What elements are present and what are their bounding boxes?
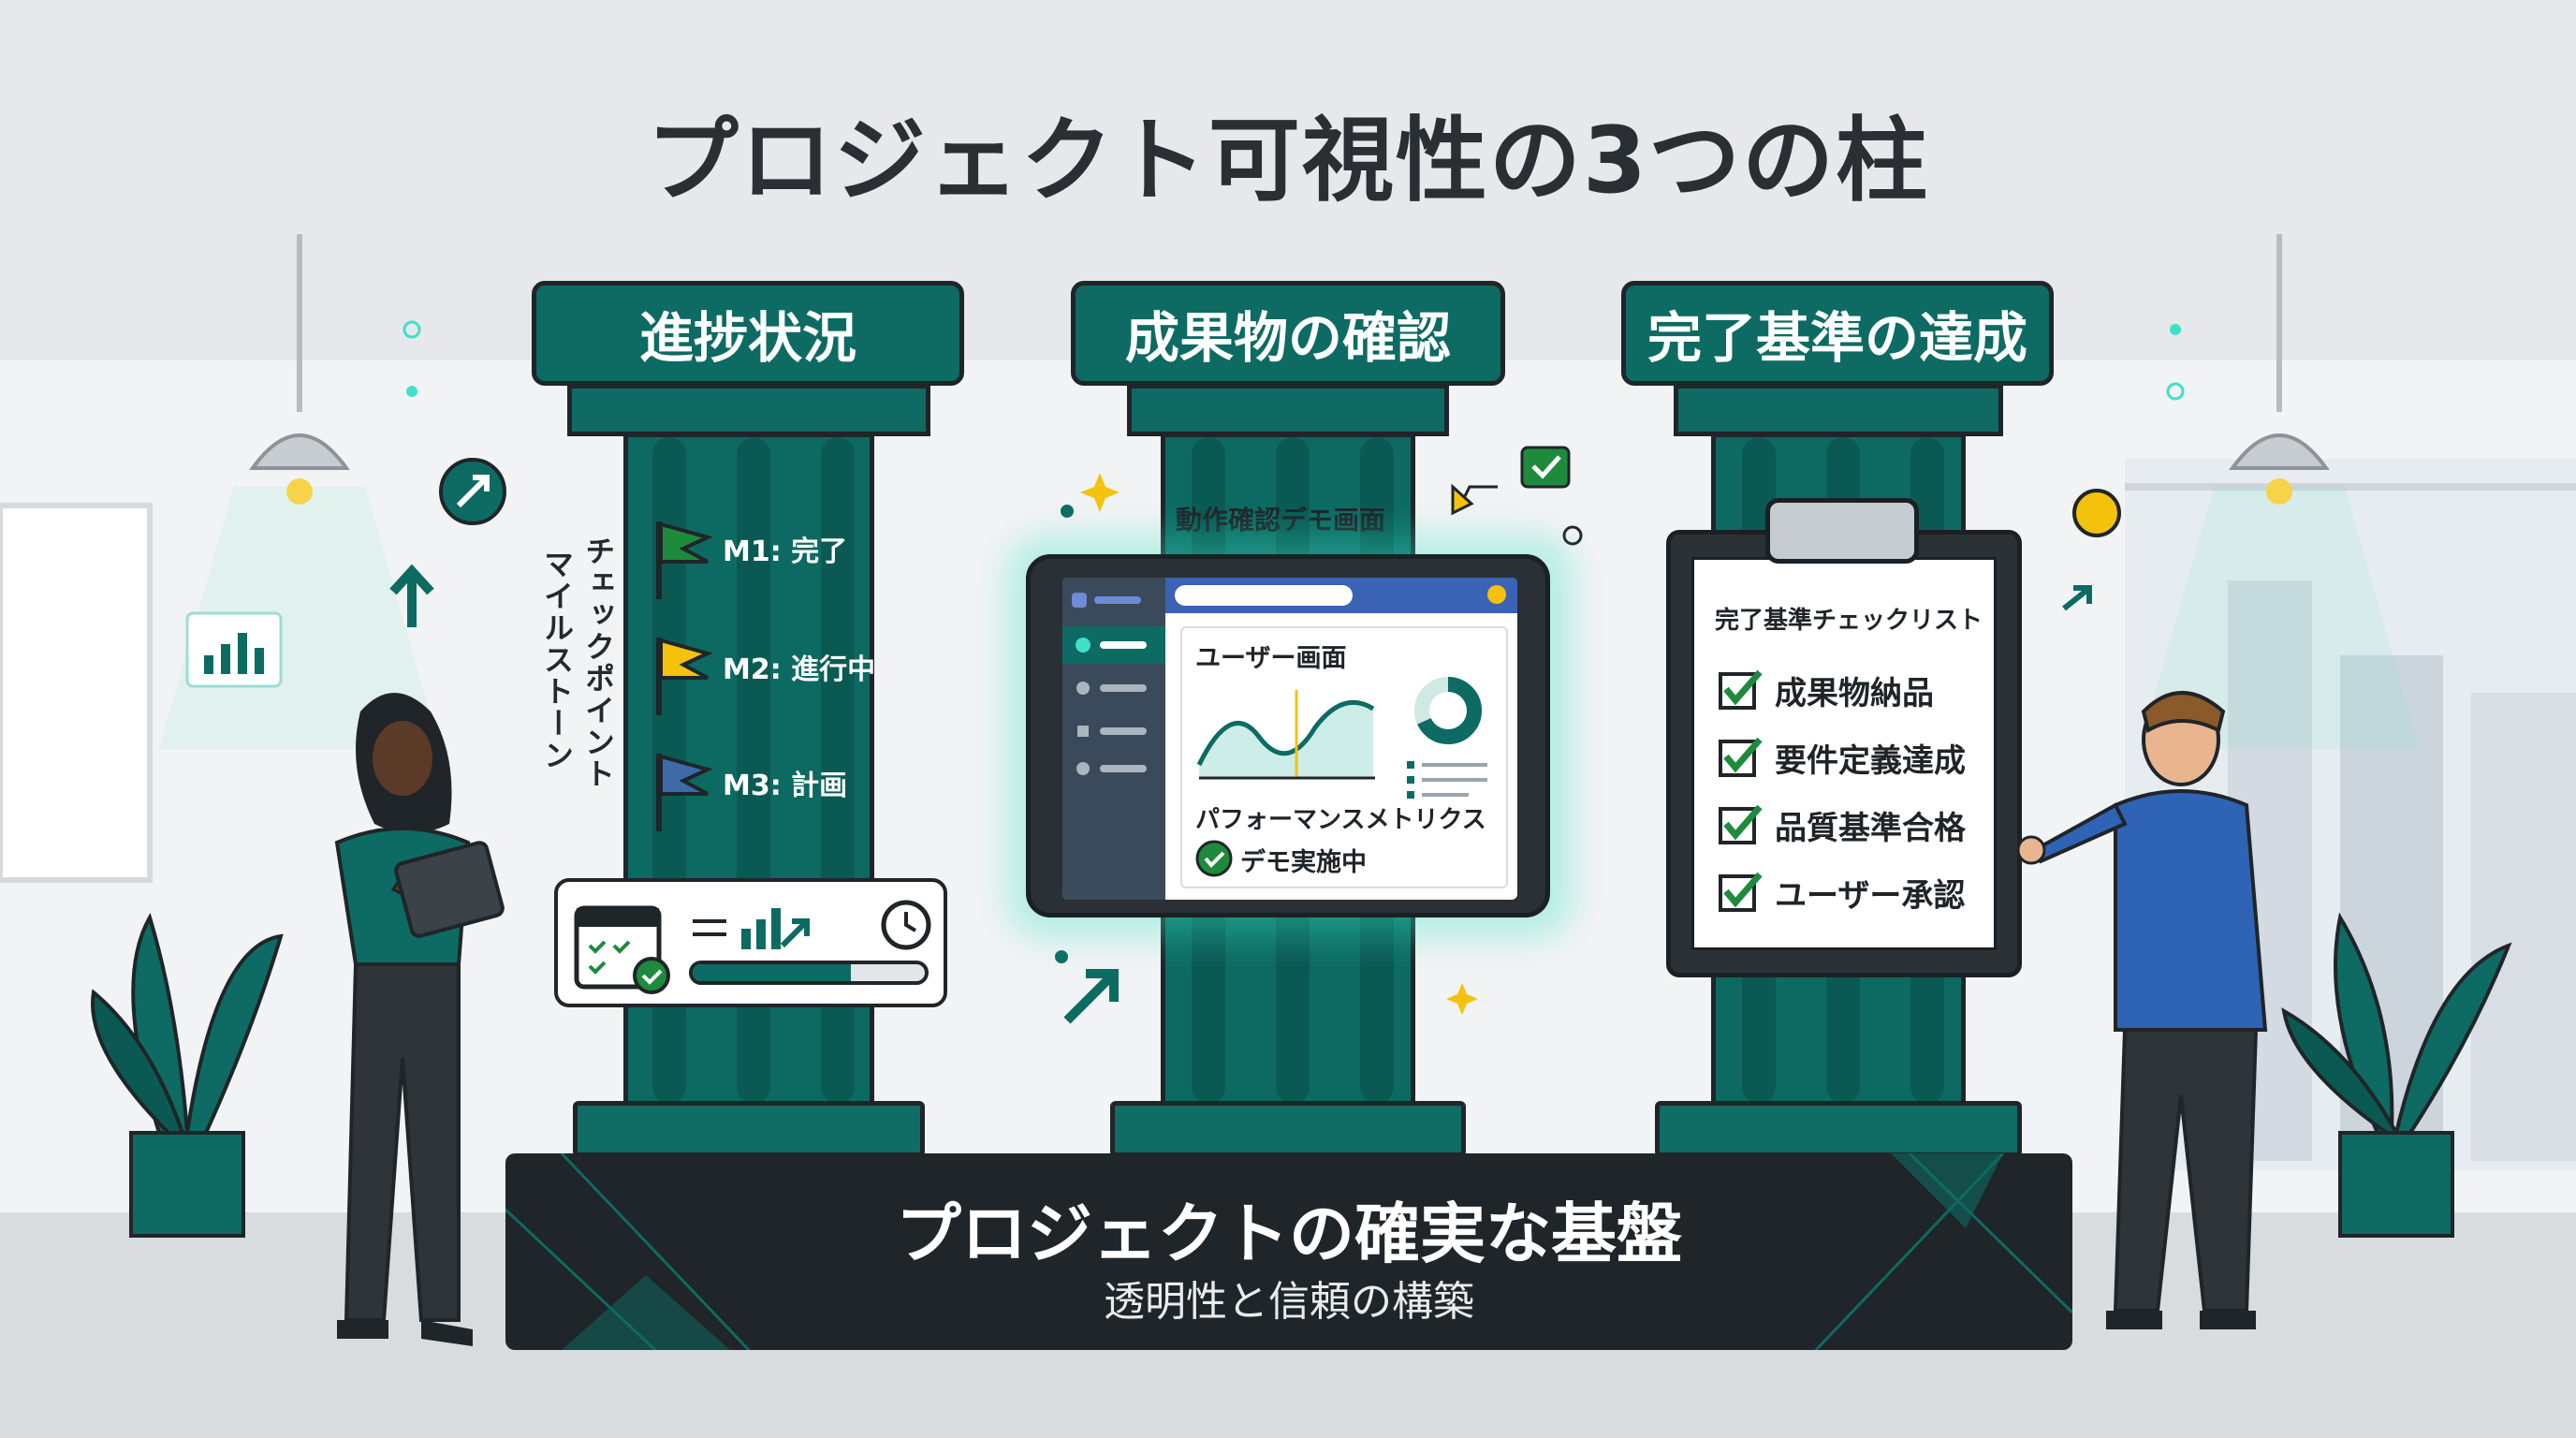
pillar-header-deliverables: 成果物の確認 xyxy=(1071,281,1505,386)
line-chart-graphic xyxy=(1196,690,1375,780)
checklist-item: 品質基準合格 xyxy=(1717,801,1966,848)
milestone-label-m2: M2: 進行中 xyxy=(723,653,876,686)
checkbox-checked-icon xyxy=(1719,804,1763,844)
checklist-item: ユーザー承認 xyxy=(1717,869,1965,916)
calendar-icon xyxy=(574,905,670,994)
checklist-item-label: 成果物納品 xyxy=(1775,674,1934,712)
checklist-item: 要件定義達成 xyxy=(1717,734,1966,781)
vertical-label-checkpoint: チェックポイント xyxy=(580,536,616,790)
vertical-label-milestone: マイルストーン xyxy=(539,549,575,771)
checklist-item-label: 品質基準合格 xyxy=(1775,809,1966,847)
demo-tablet: ユーザー画面 パフォーマンスメトリクス デモ実施中 xyxy=(1026,554,1550,917)
trend-arrow-icon xyxy=(439,458,506,525)
checkbox-checked-icon xyxy=(1719,669,1763,710)
flag-icon-m1 xyxy=(656,521,713,599)
pillar-base-progress xyxy=(573,1101,925,1157)
foundation-pattern xyxy=(505,1153,2072,1350)
mini-chart-icon xyxy=(693,908,810,949)
demo-screen-caption: 動作確認デモ画面 xyxy=(1176,505,1386,536)
sparkle-icon xyxy=(1080,473,1478,1015)
screen-search-input[interactable] xyxy=(1175,585,1353,606)
pillar-base-criteria xyxy=(1655,1101,2022,1157)
plant-left xyxy=(91,912,284,1238)
metrics-label: パフォーマンスメトリクス xyxy=(1195,806,1486,834)
user-screen-card: ユーザー画面 パフォーマンスメトリクス デモ実施中 xyxy=(1180,626,1508,888)
glow-dots xyxy=(402,320,2185,401)
foundation-title: プロジェクトの確実な基盤 xyxy=(896,1196,1682,1272)
progress-bar-track xyxy=(689,961,929,985)
checklist-item: 成果物納品 xyxy=(1717,667,1934,713)
plant-right xyxy=(2281,912,2512,1238)
demo-check-icon xyxy=(1195,840,1233,877)
flag-icon-m3 xyxy=(656,754,713,831)
bar-chart-icon xyxy=(185,611,283,688)
foundation-subtitle: 透明性と信頼の構築 xyxy=(1104,1278,1474,1326)
progress-status-card xyxy=(554,878,947,1007)
clipboard-paper: 完了基準チェックリスト 成果物納品 要件定義達成 品質基準合格 ユーザー承認 xyxy=(1691,557,1997,950)
checkbox-checked-icon xyxy=(1719,872,1763,912)
pillar-capital-progress xyxy=(567,384,930,436)
person-man-pointing xyxy=(2016,691,2268,1329)
up-arrow-icon xyxy=(389,564,434,627)
user-screen-heading: ユーザー画面 xyxy=(1195,644,1347,673)
pillar-header-deliverables-label: 成果物の確認 xyxy=(1124,306,1451,370)
milestone-label-m1: M1: 完了 xyxy=(723,536,848,568)
pointer-arrow-icon xyxy=(1063,585,2092,1024)
clock-icon xyxy=(881,900,931,950)
checklist-item-label: ユーザー承認 xyxy=(1775,876,1966,915)
tablet-screen: ユーザー画面 パフォーマンスメトリクス デモ実施中 xyxy=(1062,578,1517,900)
progress-bar-fill xyxy=(693,964,851,981)
person-woman-with-tablet xyxy=(334,693,505,1346)
donut-chart-graphic xyxy=(1414,677,1482,744)
milestone-label-m3: M3: 計画 xyxy=(723,770,848,802)
flag-icon-m2 xyxy=(656,638,713,715)
demo-status-label: デモ実施中 xyxy=(1240,848,1367,877)
pillar-capital-criteria xyxy=(1674,384,2003,436)
ceiling-lamp-right xyxy=(2139,234,2420,749)
checklist-item-label: 要件定義達成 xyxy=(1775,741,1966,780)
window-left xyxy=(0,503,153,883)
screen-topbar xyxy=(1165,578,1517,613)
page-title: プロジェクト可視性の3つの柱 xyxy=(646,108,1930,214)
legend-lines xyxy=(1407,761,1487,799)
screen-sidebar xyxy=(1062,578,1165,900)
user-avatar xyxy=(1487,585,1506,604)
lightbulb-icon xyxy=(2072,489,2121,537)
checkbox-checked-icon xyxy=(1719,737,1763,777)
pillar-header-progress: 進捗状況 xyxy=(532,281,964,386)
foundation-block: プロジェクトの確実な基盤 透明性と信頼の構築 xyxy=(505,1153,2072,1350)
pillar-base-deliverables xyxy=(1110,1101,1466,1157)
pillar-header-criteria-label: 完了基準の達成 xyxy=(1647,306,2027,370)
checklist-title: 完了基準チェックリスト xyxy=(1715,607,1983,635)
sidebar-menu-icons xyxy=(1062,593,1165,775)
pillar-header-progress-label: 進捗状況 xyxy=(638,306,856,370)
criteria-clipboard: 完了基準チェックリスト 成果物納品 要件定義達成 品質基準合格 ユーザー承認 xyxy=(1666,530,2022,977)
pillar-header-criteria: 完了基準の達成 xyxy=(1621,281,2054,386)
check-badge-icon xyxy=(1451,446,1571,516)
pillar-capital-deliverables xyxy=(1127,384,1449,436)
clipboard-clip xyxy=(1765,498,1919,564)
